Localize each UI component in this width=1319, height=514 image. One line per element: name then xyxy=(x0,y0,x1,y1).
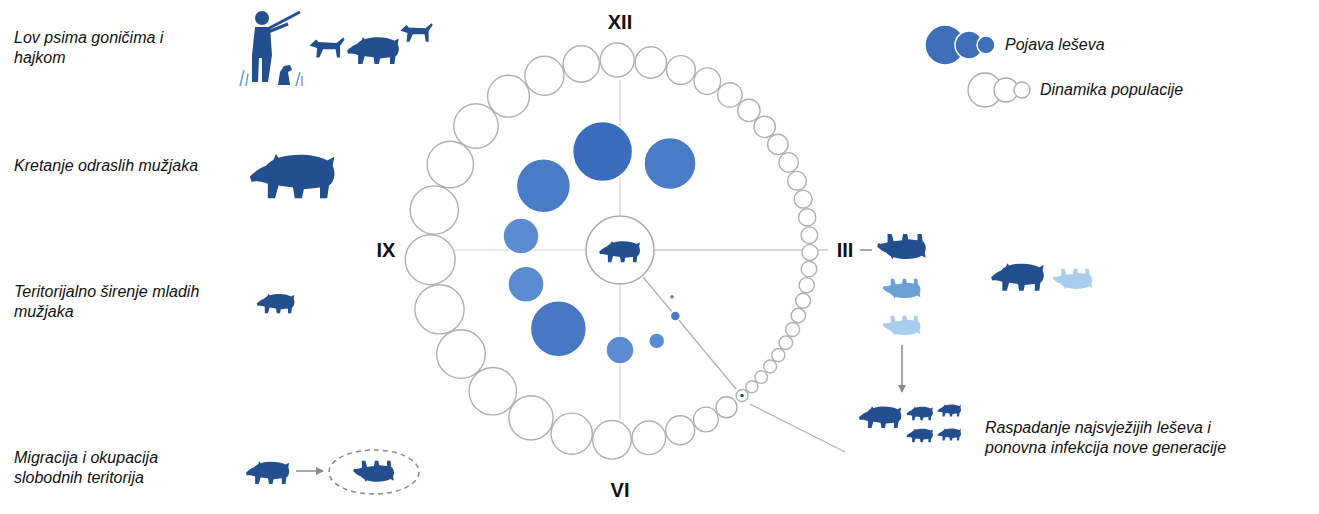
population-circle xyxy=(764,360,777,373)
axis-lines xyxy=(450,80,845,452)
population-circle xyxy=(779,336,793,350)
population-ring xyxy=(405,43,818,459)
carcass-circle xyxy=(503,218,539,254)
live-boar-icon xyxy=(991,263,1044,290)
new-generation-icon xyxy=(859,404,961,442)
carcass-circle xyxy=(530,301,586,357)
carcass-circle xyxy=(649,333,665,349)
population-circle xyxy=(791,308,805,322)
population-circle xyxy=(779,153,799,173)
month-numeral: IX xyxy=(377,239,396,261)
population-circle xyxy=(802,244,818,260)
legend-filled-circles xyxy=(925,25,995,65)
carcass-circle xyxy=(670,294,675,299)
month-numeral: III xyxy=(837,239,854,261)
population-circle xyxy=(405,235,455,285)
activity-label: Lov psima goničima i hajkom xyxy=(14,28,214,68)
annotation-text: Raspadanje najsvježijih leševa i ponovna… xyxy=(985,418,1255,458)
population-circle xyxy=(415,285,464,334)
population-circle xyxy=(635,47,666,78)
population-circle xyxy=(746,381,758,393)
population-circle xyxy=(755,371,768,384)
carcass-icon xyxy=(1053,269,1092,289)
dead-boar-icon xyxy=(877,234,926,259)
population-circle xyxy=(794,190,812,208)
population-circle xyxy=(469,368,516,415)
carcass-circle xyxy=(670,311,680,321)
center-circle xyxy=(586,216,654,284)
population-circle xyxy=(801,261,817,277)
population-circle xyxy=(667,56,696,85)
carcass-circle xyxy=(573,122,633,182)
carcass-circle xyxy=(516,159,570,213)
dogs-chasing-boar-icon xyxy=(310,23,433,64)
population-circle xyxy=(768,134,788,154)
population-circle xyxy=(796,293,811,308)
month-numeral: XII xyxy=(608,11,632,33)
population-circle xyxy=(694,407,719,432)
decayed-boar-icon xyxy=(883,316,921,336)
carcass-circle xyxy=(644,137,696,189)
hunter-icon xyxy=(240,11,302,86)
population-circle xyxy=(738,99,760,121)
tick-line xyxy=(860,249,872,251)
birth-dot xyxy=(740,394,744,398)
center-boar-icon xyxy=(599,241,640,262)
activity-label: Migracija i okupacija slobodnih teritori… xyxy=(14,448,224,488)
population-circle xyxy=(716,397,737,418)
free-territory xyxy=(329,450,419,494)
population-circle xyxy=(563,46,599,82)
population-circle xyxy=(437,330,486,379)
population-circle xyxy=(799,278,814,293)
young-boar-icon xyxy=(257,294,295,314)
population-circle xyxy=(488,75,530,117)
population-circle xyxy=(593,421,632,460)
population-circle xyxy=(694,68,721,95)
population-circle xyxy=(454,104,498,148)
legend-text: Pojava leševa xyxy=(1005,35,1105,55)
population-circle xyxy=(600,43,634,77)
adult-boar-icon xyxy=(250,154,335,198)
population-circle xyxy=(736,390,748,402)
population-circle xyxy=(786,323,800,337)
population-circle xyxy=(772,349,785,362)
population-circle xyxy=(666,416,695,445)
carcass-circle xyxy=(508,266,544,302)
population-circle xyxy=(801,227,818,244)
population-circle xyxy=(754,116,775,137)
carcass-circle xyxy=(606,336,634,364)
activity-label: Teritorijalno širenje mladih mužjaka xyxy=(14,282,214,322)
dead-boar-icon xyxy=(353,461,394,482)
population-circle xyxy=(427,141,473,187)
population-circle xyxy=(551,413,592,454)
population-circle xyxy=(632,421,666,455)
population-circle xyxy=(799,209,816,226)
decaying-boar-icon xyxy=(883,279,921,299)
migration-arrow xyxy=(296,470,323,472)
migrating-boar-icon xyxy=(246,461,289,484)
month-numeral: VI xyxy=(611,479,630,501)
decay-arrow xyxy=(901,345,903,392)
legend-outline-circles xyxy=(968,73,1030,107)
population-circle xyxy=(525,56,564,95)
population-circle xyxy=(718,83,742,107)
population-circle xyxy=(509,396,553,440)
activity-label: Kretanje odraslih mužjaka xyxy=(14,156,242,176)
population-circle xyxy=(788,171,807,190)
legend-text: Dinamika populacije xyxy=(1040,80,1183,100)
carcass-circles xyxy=(503,122,696,365)
population-circle xyxy=(410,186,458,234)
